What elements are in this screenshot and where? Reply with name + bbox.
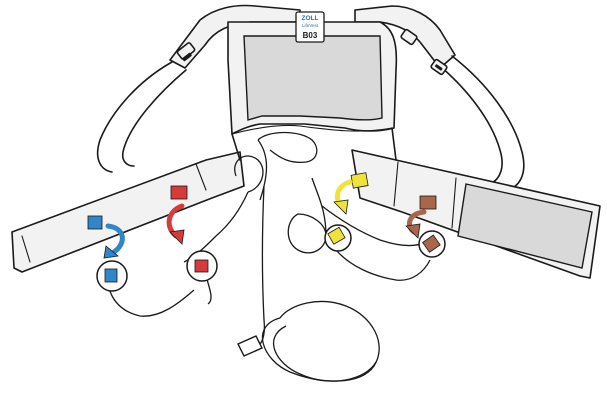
yellow-label-on-belt bbox=[351, 173, 368, 188]
electrode-housings bbox=[97, 225, 445, 291]
chest-belt bbox=[12, 128, 600, 278]
brown-arrow-head-icon bbox=[406, 224, 420, 238]
red-label-on-electrode bbox=[195, 260, 208, 272]
red-arrow-head-icon bbox=[170, 230, 184, 244]
yellow-arrow-head-icon bbox=[334, 200, 348, 214]
tag-subbrand: LifeVest bbox=[302, 23, 319, 28]
garment-tag: ZOLL LifeVest B03 bbox=[296, 12, 324, 42]
tag-brand: ZOLL bbox=[302, 15, 319, 22]
brown-label-on-belt bbox=[420, 196, 436, 209]
tag-code: B03 bbox=[303, 31, 318, 40]
blue-label-on-electrode bbox=[105, 269, 117, 282]
red-label-on-belt bbox=[171, 186, 187, 199]
blue-label-on-belt bbox=[88, 216, 102, 229]
